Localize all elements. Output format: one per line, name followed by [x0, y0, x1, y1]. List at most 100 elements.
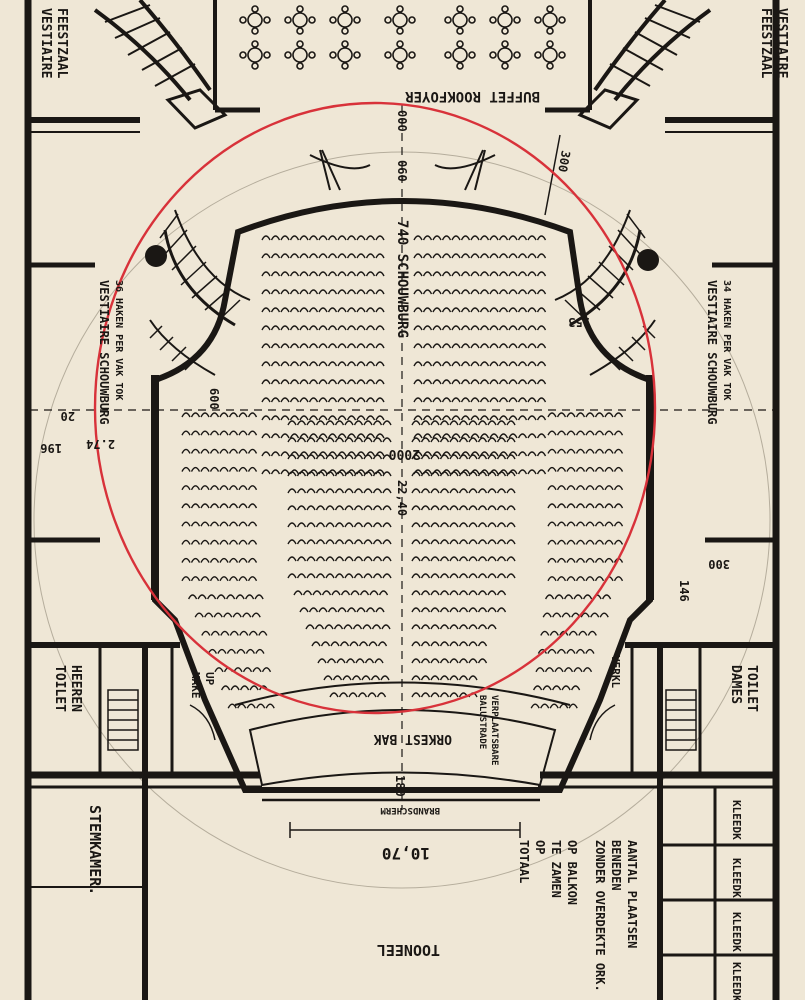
- seat: [613, 466, 624, 472]
- seat: [477, 658, 488, 664]
- foyer-chair: [251, 40, 259, 48]
- seat: [451, 415, 461, 421]
- seat: [594, 448, 605, 454]
- foyer-walls: [213, 0, 592, 113]
- seat: [306, 505, 316, 511]
- seat: [228, 521, 239, 527]
- seat: [261, 667, 272, 673]
- foyer-chair: [456, 5, 464, 13]
- seat: [549, 703, 559, 709]
- seat: [315, 471, 326, 477]
- seat: [430, 573, 440, 579]
- seat: [604, 466, 614, 472]
- seat: [223, 612, 233, 618]
- seat: [411, 471, 421, 477]
- seat: [477, 573, 488, 579]
- seat: [315, 573, 326, 579]
- seat: [530, 703, 540, 709]
- seat: [489, 235, 499, 241]
- seat: [219, 412, 229, 418]
- seat: [352, 624, 363, 630]
- seat: [489, 253, 499, 259]
- dim-300-top: 300: [555, 149, 573, 173]
- seat: [230, 685, 240, 691]
- seat: [219, 521, 229, 527]
- seat: [449, 539, 459, 545]
- seat: [487, 590, 497, 596]
- seat: [287, 505, 297, 511]
- seat: [306, 454, 316, 460]
- seat: [563, 667, 574, 673]
- seat: [238, 557, 248, 563]
- seat: [334, 573, 345, 579]
- seat: [439, 624, 450, 630]
- seat-table-line-1: AANTAL PLAATSEN: [625, 840, 639, 948]
- seat: [261, 289, 271, 295]
- seat: [604, 485, 614, 491]
- seat: [508, 253, 518, 259]
- seat: [308, 307, 319, 313]
- seat: [536, 307, 547, 313]
- seat: [559, 630, 569, 636]
- seat: [247, 539, 258, 545]
- seat: [477, 624, 488, 630]
- seat: [327, 289, 338, 295]
- seat: [190, 503, 201, 509]
- seat: [299, 379, 309, 385]
- seat: [477, 522, 488, 528]
- seat: [238, 521, 248, 527]
- seat: [190, 485, 201, 491]
- seat: [372, 556, 383, 562]
- seat: [468, 454, 478, 460]
- seat: [487, 420, 497, 426]
- seat: [439, 505, 450, 511]
- foyer-chair: [329, 51, 337, 59]
- seat: [375, 379, 385, 385]
- seat: [413, 235, 423, 241]
- seat: [219, 576, 229, 582]
- seat: [449, 675, 459, 681]
- seat: [449, 590, 459, 596]
- seat: [556, 412, 567, 418]
- foyer-chair: [501, 27, 509, 35]
- seat: [306, 539, 316, 545]
- seat: [219, 485, 229, 491]
- seat: [344, 539, 354, 545]
- seat: [422, 433, 433, 439]
- seat: [320, 641, 331, 647]
- seat: [578, 630, 588, 636]
- seat: [380, 675, 390, 681]
- seat: [247, 485, 258, 491]
- seat: [305, 624, 315, 630]
- seat: [460, 325, 471, 331]
- seat: [458, 471, 469, 477]
- seat: [508, 289, 518, 295]
- dim-600: 600: [207, 388, 221, 410]
- seat: [498, 397, 509, 403]
- seat: [449, 505, 459, 511]
- seat: [238, 576, 248, 582]
- seat: [325, 471, 335, 477]
- seat: [527, 451, 537, 457]
- seat: [242, 612, 252, 618]
- seat: [420, 488, 431, 494]
- seat: [228, 557, 239, 563]
- seat: [585, 503, 595, 509]
- seat: [356, 325, 366, 331]
- seat: [477, 488, 488, 494]
- seat: [181, 576, 191, 582]
- seat: [353, 505, 364, 511]
- foyer-table: [292, 47, 308, 63]
- seat: [270, 325, 281, 331]
- seat: [369, 590, 379, 596]
- seat: [575, 485, 586, 491]
- label-buffet-foyer: BUFFET ROOKFOYER: [405, 88, 540, 104]
- seat: [489, 397, 499, 403]
- seat: [372, 454, 383, 460]
- label-balustrade: BALUSTRADE: [477, 695, 487, 749]
- seat: [468, 590, 478, 596]
- seat: [378, 590, 389, 596]
- seat: [228, 466, 239, 472]
- seat: [181, 466, 191, 472]
- seat: [566, 557, 576, 563]
